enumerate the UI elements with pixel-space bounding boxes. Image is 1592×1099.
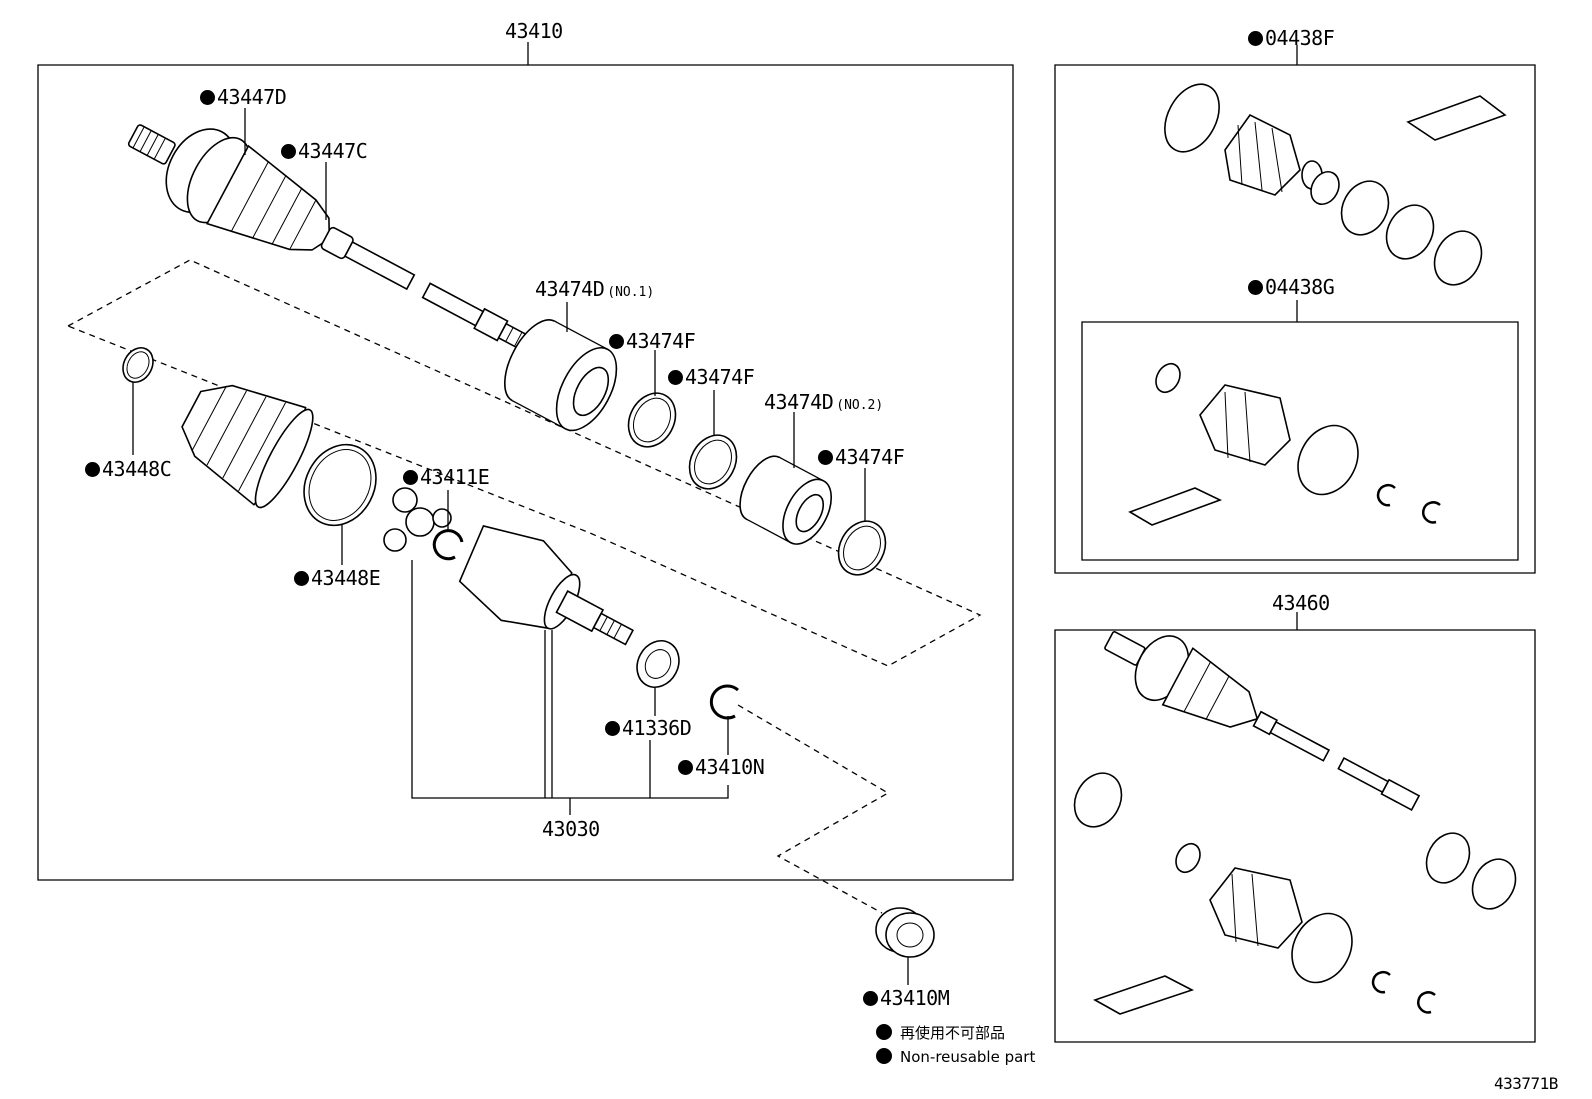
label-text: 41336D <box>622 716 692 740</box>
snap-ring-43410N <box>711 686 738 718</box>
non-reusable-dot-icon <box>609 334 624 349</box>
label-text: 04438G <box>1265 275 1335 299</box>
label-43474D-no1: 43474D(NO.1) <box>535 278 654 304</box>
bearing-43410M <box>876 908 934 957</box>
label-04438F: 04438F <box>1248 26 1335 50</box>
clamp-43448C <box>117 343 159 388</box>
legend-japanese: 再使用不可部品 <box>876 1022 1005 1043</box>
label-43410N: 43410N <box>678 755 765 779</box>
non-reusable-dot-icon <box>668 370 683 385</box>
legend-text-ja: 再使用不可部品 <box>900 1024 1006 1042</box>
kit-04438F-parts <box>1154 75 1505 293</box>
label-note: (NO.1) <box>607 285 655 300</box>
label-43030: 43030 <box>542 817 600 841</box>
inner-boot <box>166 361 323 514</box>
non-reusable-dot-icon <box>281 144 296 159</box>
kit-04438G-parts <box>1130 360 1440 525</box>
legend-text-en: Non-reusable part <box>900 1048 1036 1066</box>
non-reusable-dot-icon <box>678 760 693 775</box>
label-text: 43474F <box>685 365 755 389</box>
label-text: 43410N <box>695 755 765 779</box>
label-text: 43447D <box>217 85 287 109</box>
label-text: 43448C <box>102 457 172 481</box>
label-43448E: 43448E <box>294 566 381 590</box>
non-reusable-dot-icon <box>818 450 833 465</box>
non-reusable-dot-icon <box>403 470 418 485</box>
label-41336D: 41336D <box>605 716 692 740</box>
non-reusable-dot-icon <box>1248 31 1263 46</box>
label-43448C: 43448C <box>85 457 172 481</box>
label-43474F-c: 43474F <box>818 445 905 469</box>
clamp-43474F-a <box>619 385 684 455</box>
non-reusable-dot-icon <box>1248 280 1263 295</box>
label-text: 43411E <box>420 465 490 489</box>
frame-43460 <box>1055 630 1535 1042</box>
frame-43410 <box>38 65 1013 880</box>
label-text: 43474F <box>835 445 905 469</box>
inboard-joint <box>448 513 650 677</box>
non-reusable-dot-icon <box>294 571 309 586</box>
label-43474D-no2: 43474D(NO.2) <box>764 391 883 417</box>
label-text: 43410M <box>880 986 950 1010</box>
label-43410M: 43410M <box>863 986 950 1010</box>
label-43447C: 43447C <box>281 139 368 163</box>
label-43410: 43410 <box>505 19 563 43</box>
dashed-boundary <box>68 260 980 666</box>
label-text: 43474D <box>535 277 605 301</box>
label-text: 43474F <box>626 329 696 353</box>
frame-04438F <box>1055 65 1535 573</box>
label-note: (NO.2) <box>836 398 884 413</box>
label-43447D: 43447D <box>200 85 287 109</box>
label-04438G: 04438G <box>1248 275 1335 299</box>
damper-no1 <box>493 311 629 440</box>
drive-shaft-outer <box>112 94 565 393</box>
label-text: 43447C <box>298 139 368 163</box>
non-reusable-dot-icon <box>605 721 620 736</box>
seal-41336D <box>629 633 687 694</box>
label-text: 43448E <box>311 566 381 590</box>
clamp-43448E <box>290 432 389 538</box>
damper-no2 <box>731 449 842 552</box>
label-43474F-b: 43474F <box>668 365 755 389</box>
non-reusable-dot-icon <box>200 90 215 105</box>
label-43474F-a: 43474F <box>609 329 696 353</box>
frame-04438G <box>1082 322 1518 560</box>
label-43460: 43460 <box>1272 591 1330 615</box>
non-reusable-dot-icon <box>876 1048 892 1064</box>
diagram-code: 433771B <box>1494 1074 1558 1093</box>
non-reusable-dot-icon <box>863 991 878 1006</box>
kit-43460-parts <box>1065 610 1523 1014</box>
legend-english: Non-reusable part <box>876 1048 1035 1066</box>
snap-ring-a <box>434 531 462 559</box>
non-reusable-dot-icon <box>85 462 100 477</box>
label-43411E: 43411E <box>403 465 490 489</box>
clamp-43474F-b <box>680 427 745 497</box>
non-reusable-dot-icon <box>876 1024 892 1040</box>
label-text: 04438F <box>1265 26 1335 50</box>
tripod-joint <box>384 488 451 551</box>
clamp-43474F-c <box>829 513 894 583</box>
label-text: 43474D <box>764 390 834 414</box>
